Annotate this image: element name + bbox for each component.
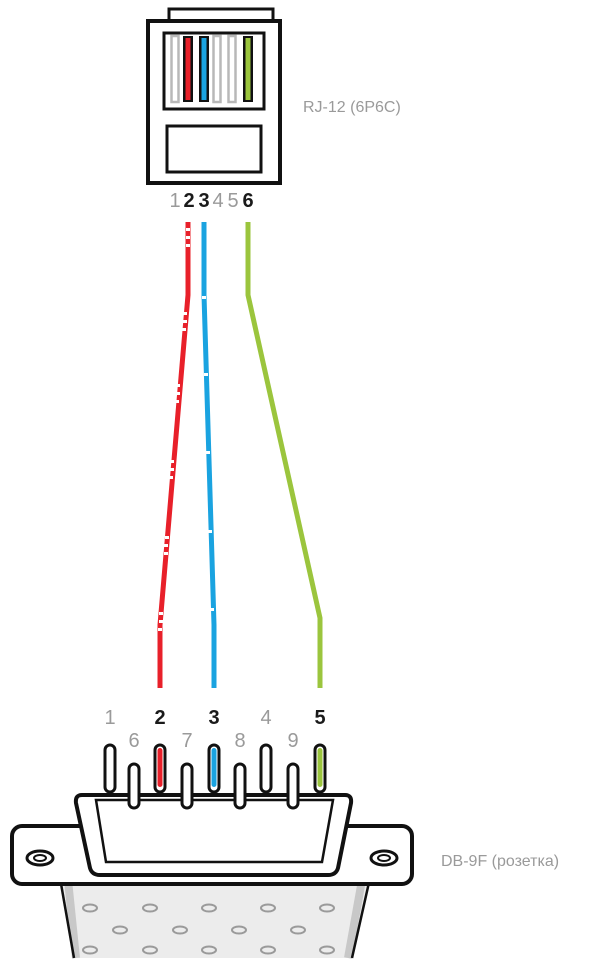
db9-pin-label-2: 2 <box>154 707 165 729</box>
db9-label: DB-9F (розетка) <box>441 853 559 870</box>
db9-top-row-labels: 1 2 3 4 5 <box>104 707 325 729</box>
wire-blue-dashes <box>202 296 214 611</box>
db9-pin-7 <box>180 762 194 810</box>
db9-pin-label-3: 3 <box>208 707 219 729</box>
wire-green <box>245 222 323 688</box>
db9-pin-label-5: 5 <box>314 707 325 729</box>
wire-blue-line <box>201 222 217 688</box>
wire-red-line <box>157 222 191 688</box>
rj12-contacts <box>170 34 253 104</box>
db9-pin-3 <box>207 743 221 794</box>
db9-pin-label-1: 1 <box>104 707 115 729</box>
wire-blue <box>201 222 217 688</box>
rj12-label: RJ-12 (6P6C) <box>303 99 401 116</box>
rj12-pin-label-4: 4 <box>212 190 223 212</box>
rj12-pin-label-1: 1 <box>169 190 180 212</box>
db9-pin-5 <box>313 743 327 794</box>
rj12-contact-3 <box>199 36 209 102</box>
db9-insulator <box>94 798 335 864</box>
wires <box>157 222 323 688</box>
rj12-pin-label-2: 2 <box>183 190 194 212</box>
rj12-contact-1 <box>170 34 180 104</box>
db9-pin-label-6: 6 <box>128 730 139 752</box>
rj12-plug <box>146 7 282 185</box>
db9-pin-2 <box>153 743 167 794</box>
db9-pin-8 <box>233 762 247 810</box>
rj12-lower-window <box>165 124 263 174</box>
db9-pin-1 <box>103 743 117 794</box>
db9-pin-9 <box>286 762 300 810</box>
db9-pin-label-4: 4 <box>260 707 271 729</box>
rj12-contact-5 <box>227 34 237 104</box>
db9-shield-dimples <box>82 903 335 955</box>
db9-shield <box>58 877 372 959</box>
rj12-pin-label-6: 6 <box>242 190 253 212</box>
wire-red <box>157 222 191 688</box>
db9-pin-6 <box>127 762 141 810</box>
wire-red-dashes <box>158 228 190 631</box>
db9-connector <box>10 743 414 959</box>
db9-pin-label-9: 9 <box>287 730 298 752</box>
rj12-pin-label-3: 3 <box>198 190 209 212</box>
db9-pin-label-7: 7 <box>181 730 192 752</box>
rj12-contact-6 <box>243 36 253 102</box>
db9-pins <box>103 743 327 810</box>
rj12-pin-label-5: 5 <box>227 190 238 212</box>
db9-pin-4 <box>259 743 273 794</box>
rj12-contact-4 <box>212 34 222 104</box>
db9-pin-label-8: 8 <box>234 730 245 752</box>
rj12-contact-2 <box>183 36 193 102</box>
db9-bottom-row-labels: 6 7 8 9 <box>128 730 298 752</box>
